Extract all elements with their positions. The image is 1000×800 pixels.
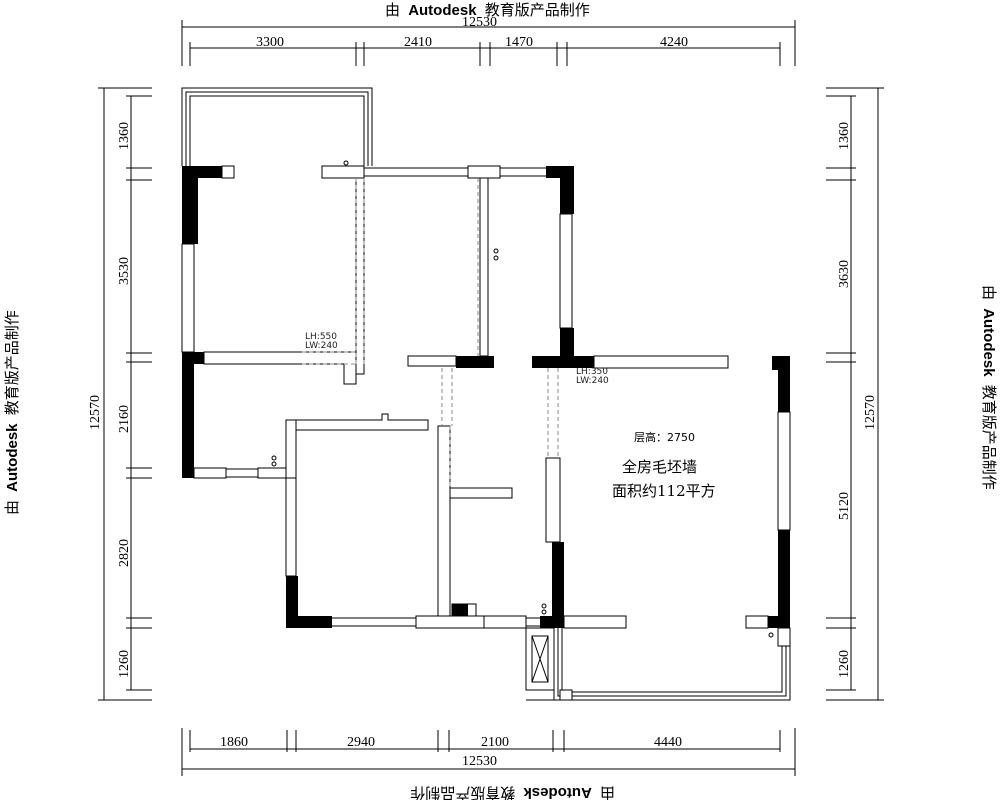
watermark-left: 由 Autodesk 教育版产品制作: [4, 310, 21, 515]
watermark-bottom: 由 Autodesk 教育版产品制作: [410, 784, 615, 800]
beam-label-lh-2: LH:350: [576, 367, 608, 377]
left-dim-2: 3530: [117, 257, 132, 285]
left-dim-3: 2160: [117, 405, 132, 433]
watermark-right: 由 Autodesk 教育版产品制作: [980, 285, 997, 490]
bottom-dim-4: 4440: [654, 735, 682, 750]
left-total-dimension: 12570: [88, 395, 103, 430]
floor-height-note: 层高：2750: [634, 430, 695, 444]
beam-label-lh-1: LH:550: [305, 332, 337, 342]
bottom-dimension-chain: 12530 1860 2940 2100 4440: [181, 728, 796, 776]
right-total-dimension: 12570: [863, 395, 878, 430]
bottom-dim-3: 2100: [481, 735, 509, 750]
bottom-dim-1: 1860: [220, 735, 248, 750]
top-dim-1: 3300: [256, 35, 284, 50]
beam-label-lw-2: LW:240: [576, 376, 609, 386]
top-dimension-chain: 12530 3300 2410 1470 4240: [181, 15, 796, 66]
area-note: 面积约112平方: [612, 482, 716, 500]
right-dimension-chain: 12570 1360 3630 5120 1260: [826, 87, 884, 701]
walls: [181, 87, 791, 701]
right-dim-1: 1360: [837, 122, 852, 150]
left-dim-1: 1360: [117, 122, 132, 150]
finish-note: 全房毛坯墙: [622, 458, 697, 476]
top-dim-3: 1470: [505, 35, 533, 50]
left-dim-4: 2820: [117, 539, 132, 567]
left-dimension-chain: 12570 1360 3530 2160 2820 1260: [88, 87, 152, 701]
top-total-dimension: 12530: [462, 15, 497, 30]
top-dim-4: 4240: [660, 35, 688, 50]
beams: [302, 178, 559, 488]
right-dim-4: 1260: [837, 650, 852, 678]
watermark-top: 由 Autodesk 教育版产品制作: [385, 2, 590, 19]
right-dim-2: 3630: [837, 260, 852, 288]
bottom-dim-2: 2940: [347, 735, 375, 750]
right-dim-3: 5120: [837, 492, 852, 520]
bottom-total-dimension: 12530: [462, 754, 497, 769]
left-dim-5: 1260: [117, 650, 132, 678]
top-dim-2: 2410: [404, 35, 432, 50]
drain-symbols: [271, 160, 774, 638]
beam-label-lw-1: LW:240: [305, 341, 338, 351]
